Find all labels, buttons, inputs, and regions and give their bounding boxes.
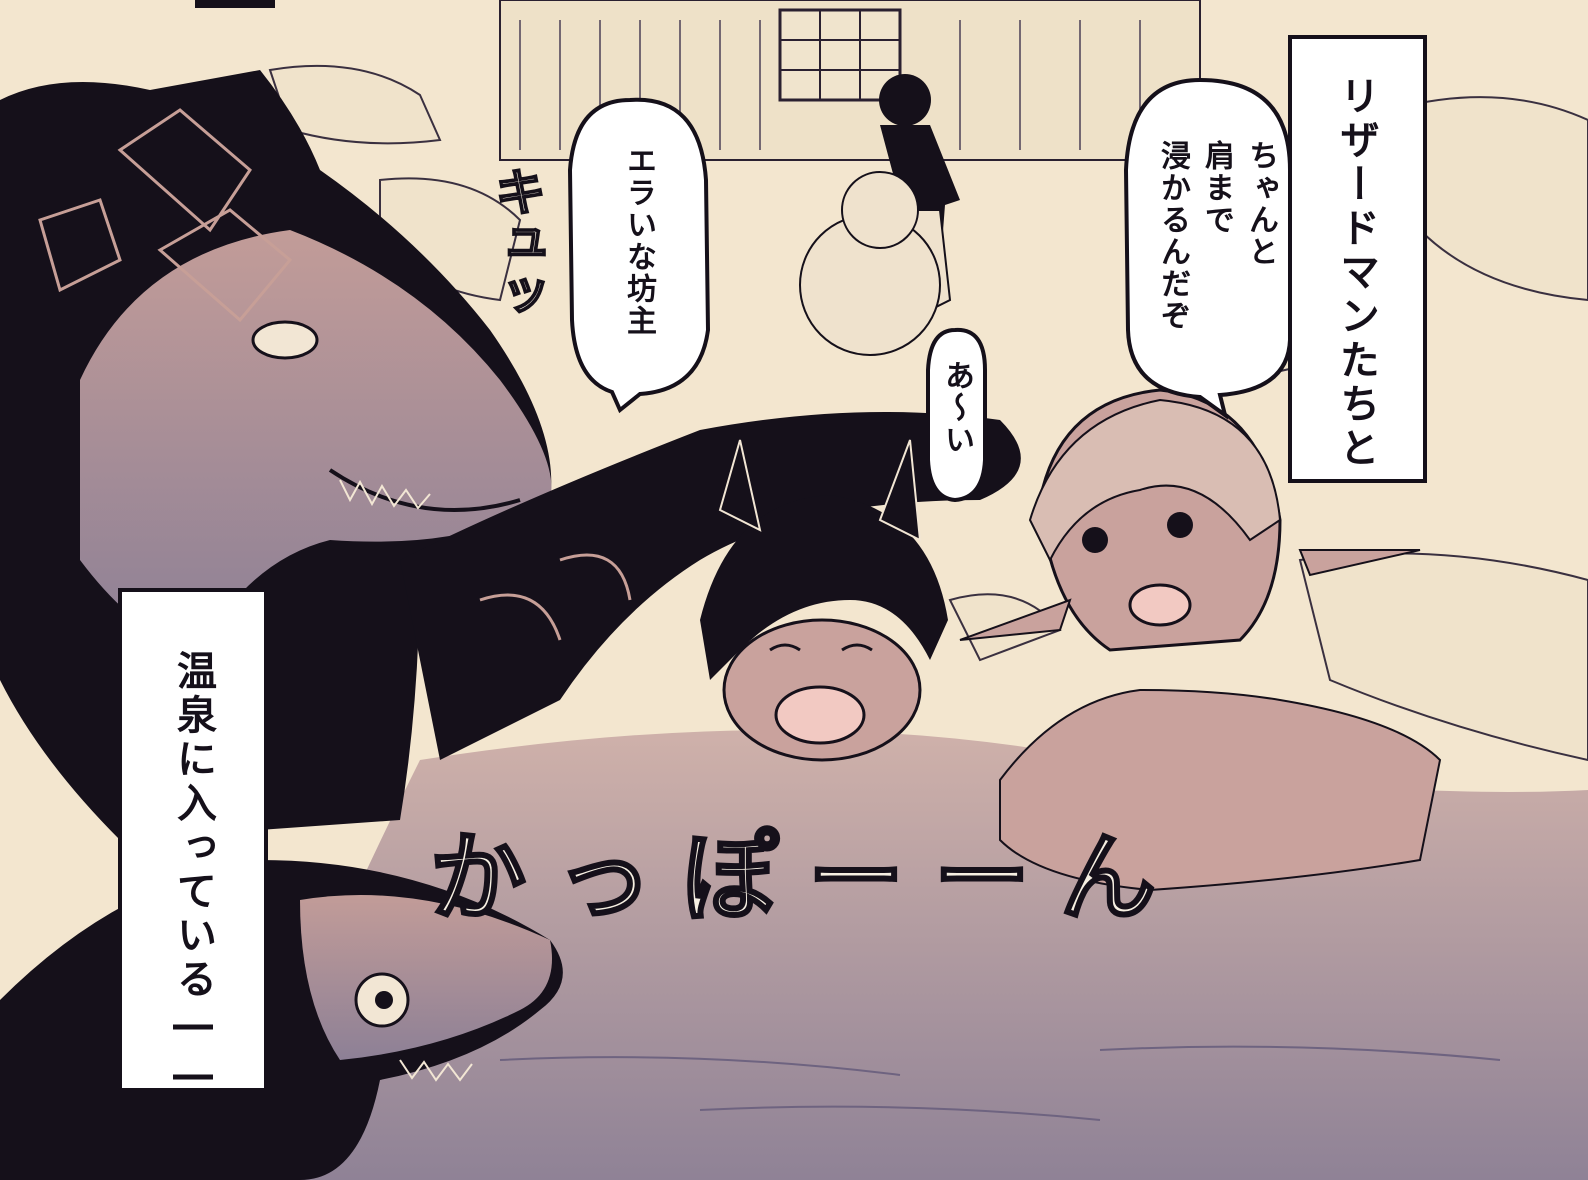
caption-bottom-box — [118, 588, 268, 1092]
boy-reply: あ〜い — [939, 360, 974, 456]
lizard-dialogue: エラいな坊主 — [621, 145, 656, 337]
boy-character — [700, 439, 948, 762]
background-boy — [799, 74, 960, 356]
lizardman-body-back — [400, 412, 1021, 760]
caption-bottom: 温泉に入っている―― — [170, 650, 216, 1102]
speech-bubbles — [567, 77, 1292, 503]
sound-effect-kappon: かっぽーーん — [429, 821, 1186, 936]
woman-dialogue: ちゃんと 肩まで 浸かるんだぞ — [1155, 140, 1278, 332]
woman-character — [959, 388, 1442, 892]
lizard-bubble-shape — [567, 97, 711, 414]
caption-top-box — [1288, 35, 1427, 483]
sound-effect-small: キュッ — [484, 164, 546, 322]
caption-boxes — [118, 35, 1427, 1092]
boy-bubble-shape — [926, 327, 987, 503]
woman-bubble-shape — [1123, 77, 1292, 420]
caption-top: リザードマンたちと — [1333, 75, 1379, 471]
